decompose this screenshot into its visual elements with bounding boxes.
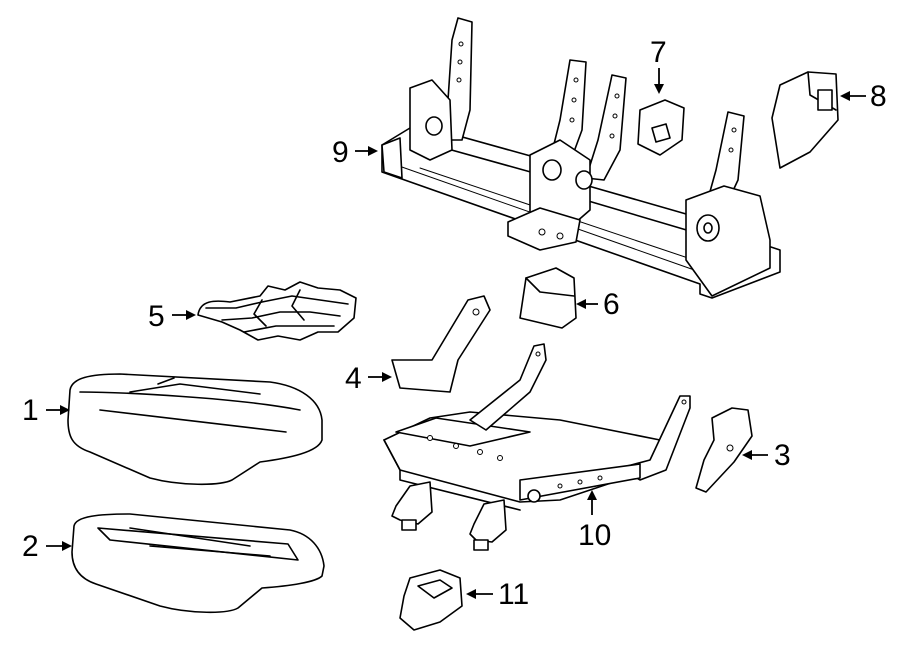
callout-10: 10 [578,490,611,552]
callout-label-8: 8 [870,80,887,113]
callout-9: 9 [332,136,378,169]
callout-7: 7 [650,36,667,94]
part-8-trim-cover [771,71,839,169]
callout-label-5: 5 [148,300,165,333]
arrow-right-icon [186,310,196,320]
part-10-seat-frame [383,343,691,551]
callout-label-3: 3 [774,439,791,472]
arrow-right-icon [60,405,70,415]
arrow-left-icon [576,299,586,309]
arrow-left-icon [742,450,752,460]
callout-label-2: 2 [22,530,39,563]
callout-label-7: 7 [650,36,667,69]
part-6-cover [519,267,577,329]
arrow-right-icon [62,541,72,551]
callout-2: 2 [22,530,72,563]
callout-label-6: 6 [603,288,620,321]
arrow-left-icon [840,91,850,101]
part-1-seat-cushion [67,373,323,486]
arrow-right-icon [382,372,392,382]
arrow-down-icon [654,84,664,94]
callout-1: 1 [22,394,70,427]
part-7-cover [637,99,685,156]
arrow-up-icon [587,490,597,500]
arrow-right-icon [368,146,378,156]
callout-3: 3 [742,439,791,472]
callout-label-11: 11 [498,578,529,611]
part-9-seat-back-frame [381,17,781,299]
callout-8: 8 [840,80,887,113]
part-3-trim-cover [695,407,753,493]
arrow-left-icon [466,589,476,599]
part-2-cushion-pad [71,513,325,614]
callout-label-10: 10 [578,519,611,552]
callout-6: 6 [576,288,620,321]
callout-5: 5 [148,300,196,333]
callout-label-4: 4 [345,362,362,395]
callout-4: 4 [345,362,392,395]
part-11-bracket [399,569,463,631]
part-5-springs [197,281,357,341]
part-4-bracket [391,295,491,393]
callout-label-9: 9 [332,136,349,169]
callout-label-1: 1 [22,394,39,427]
callout-11: 11 [466,578,529,611]
